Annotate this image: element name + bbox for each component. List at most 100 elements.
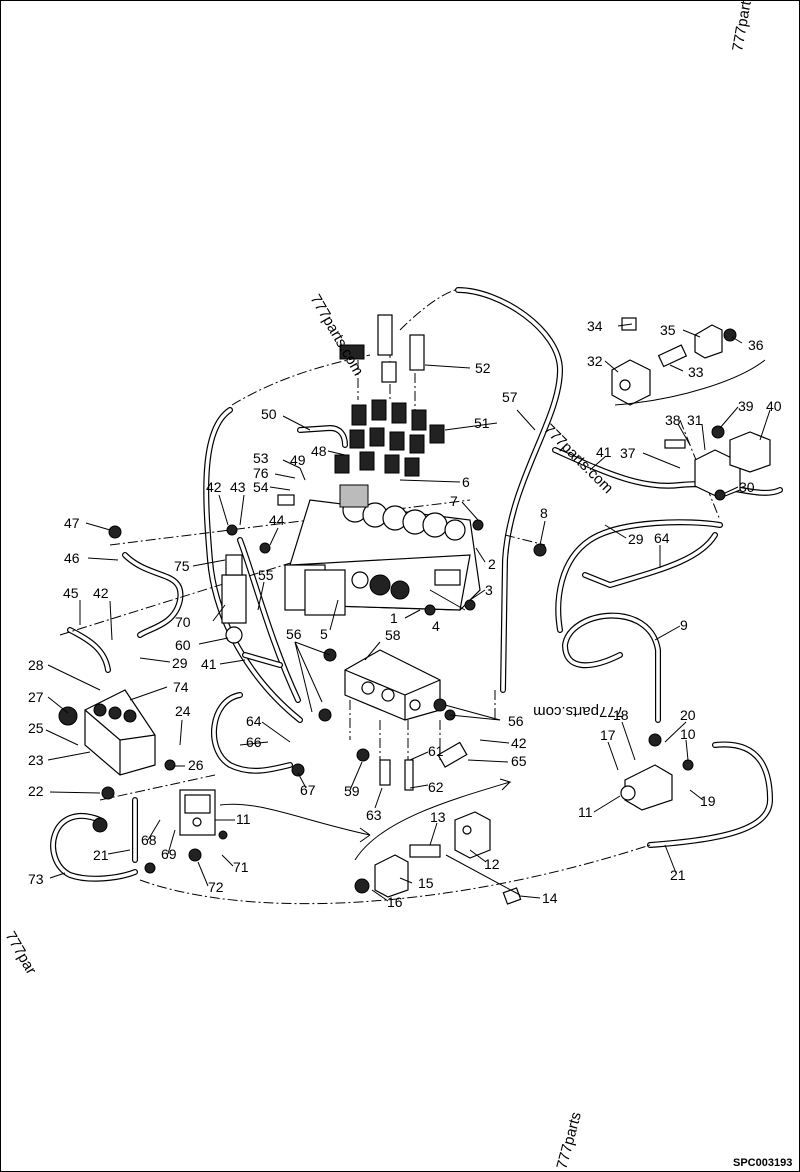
callout-11-left: 11 xyxy=(236,811,251,827)
callout-63: 63 xyxy=(366,807,382,823)
callout-34: 34 xyxy=(587,318,603,334)
callout-49: 49 xyxy=(290,452,306,468)
callout-40: 40 xyxy=(766,398,782,414)
callout-55: 55 xyxy=(258,567,274,583)
callout-43: 43 xyxy=(230,479,246,495)
callout-32: 32 xyxy=(587,353,603,369)
main-control-valve xyxy=(284,484,481,616)
callout-39: 39 xyxy=(738,398,754,414)
callout-4: 4 xyxy=(432,618,440,634)
callout-74: 74 xyxy=(173,679,189,695)
callout-61: 61 xyxy=(428,743,444,759)
callout-56-right: 56 xyxy=(508,713,524,729)
watermark-mid-right: 777parts.com xyxy=(533,703,624,720)
callout-23: 23 xyxy=(28,752,44,768)
callout-25: 25 xyxy=(28,720,44,736)
callout-2: 2 xyxy=(488,556,496,572)
callout-72: 72 xyxy=(208,879,224,895)
callout-68: 68 xyxy=(141,832,157,848)
callout-44: 44 xyxy=(269,512,285,528)
callout-58: 58 xyxy=(385,627,401,643)
valve-31 xyxy=(664,425,771,499)
callouts: 34 35 36 32 33 52 50 57 51 48 49 53 76 5… xyxy=(28,318,782,910)
callout-37: 37 xyxy=(620,445,636,461)
callout-14: 14 xyxy=(542,890,558,906)
callout-12: 12 xyxy=(484,856,500,872)
callout-18: 18 xyxy=(613,707,629,723)
callout-60: 60 xyxy=(175,637,191,653)
manifold-block-58 xyxy=(344,649,441,721)
callout-19: 19 xyxy=(700,793,716,809)
callout-65: 65 xyxy=(511,753,527,769)
callout-42-left: 42 xyxy=(93,585,109,601)
callout-56-top: 56 xyxy=(286,626,302,642)
callout-29-right: 29 xyxy=(628,531,644,547)
callout-5: 5 xyxy=(320,626,328,642)
callout-52: 52 xyxy=(475,360,491,376)
callout-13: 13 xyxy=(430,809,446,825)
callout-22: 22 xyxy=(28,783,44,799)
solenoid-valve-right xyxy=(620,764,673,811)
callout-16: 16 xyxy=(387,894,403,910)
valve-32-35 xyxy=(611,317,737,406)
callout-66: 66 xyxy=(246,734,262,750)
callout-71: 71 xyxy=(233,859,249,875)
drawing-code: SPC003193 xyxy=(733,1157,792,1169)
callout-35: 35 xyxy=(660,322,676,338)
fitting-stack xyxy=(334,399,445,477)
left-manifold xyxy=(58,689,156,776)
callout-9: 9 xyxy=(680,617,688,633)
accumulator-70 xyxy=(221,554,247,644)
callout-3: 3 xyxy=(485,582,493,598)
dashed-connections xyxy=(59,289,721,905)
callout-75: 75 xyxy=(174,558,190,574)
callout-33: 33 xyxy=(688,364,704,380)
callout-15: 15 xyxy=(418,875,434,891)
callout-24: 24 xyxy=(175,703,191,719)
callout-30: 30 xyxy=(739,479,755,495)
top-fittings xyxy=(339,314,425,383)
callout-64-left: 64 xyxy=(246,713,262,729)
callout-47: 47 xyxy=(64,515,80,531)
valve-12-15 xyxy=(354,811,491,898)
callout-29-left: 29 xyxy=(172,655,188,671)
callout-11-right: 11 xyxy=(578,804,593,820)
callout-67: 67 xyxy=(300,782,316,798)
callout-27: 27 xyxy=(28,689,44,705)
callout-51: 51 xyxy=(474,415,490,431)
callout-50: 50 xyxy=(261,406,277,422)
hoses xyxy=(50,287,783,882)
callout-21-left: 21 xyxy=(93,847,109,863)
callout-70: 70 xyxy=(175,614,191,630)
callout-8: 8 xyxy=(540,505,548,521)
callout-31: 31 xyxy=(687,412,703,428)
leader-lines xyxy=(45,323,771,902)
callout-21-right: 21 xyxy=(670,867,686,883)
flow-arrows xyxy=(219,359,766,861)
callout-73: 73 xyxy=(28,871,44,887)
callout-42-right: 42 xyxy=(511,735,527,751)
callout-62: 62 xyxy=(428,779,444,795)
callout-48: 48 xyxy=(311,443,327,459)
callout-45: 45 xyxy=(63,585,79,601)
watermark-center-top: 777parts.com xyxy=(307,292,367,379)
callout-10: 10 xyxy=(680,726,696,742)
callout-59: 59 xyxy=(344,783,360,799)
callout-1: 1 xyxy=(390,610,398,626)
callout-46: 46 xyxy=(64,550,80,566)
callout-57: 57 xyxy=(502,389,518,405)
watermark-bottom-center: 777parts xyxy=(553,1110,585,1171)
callout-6: 6 xyxy=(462,474,470,490)
callout-64-right: 64 xyxy=(654,530,670,546)
callout-17: 17 xyxy=(600,727,616,743)
callout-69: 69 xyxy=(161,846,177,862)
callout-41-right: 41 xyxy=(596,444,612,460)
callout-41-left: 41 xyxy=(201,656,217,672)
callout-28: 28 xyxy=(28,657,44,673)
callout-54: 54 xyxy=(253,479,269,495)
watermark-top-right: 777part xyxy=(729,0,755,53)
callout-53: 53 xyxy=(253,450,269,466)
solenoid-valve-left xyxy=(179,789,216,836)
callout-38: 38 xyxy=(665,412,681,428)
